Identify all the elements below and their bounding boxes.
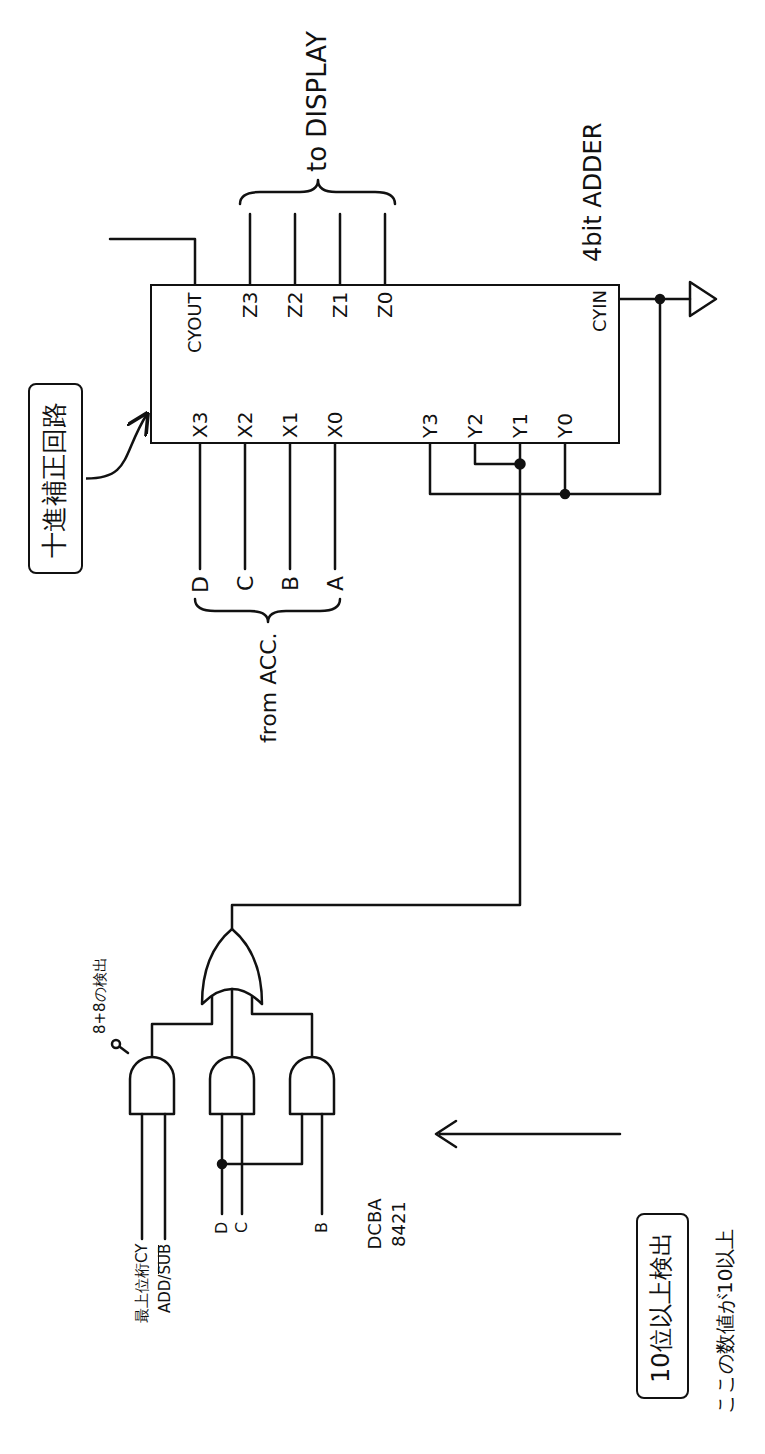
junction-dot — [656, 295, 664, 303]
pin-name: X0 — [324, 412, 347, 438]
box-text: 十進補正回路 — [40, 399, 70, 558]
x-input-wires — [200, 444, 335, 569]
destination-label: to DISPLAY — [303, 31, 333, 172]
z-output-wires — [250, 214, 385, 284]
carry-out-wire — [110, 239, 195, 284]
source-label: from ACC. — [256, 632, 281, 743]
pin-name: Z1 — [329, 292, 352, 318]
note: 8+8の検出 — [92, 957, 109, 1034]
detect-arrow — [436, 1121, 620, 1147]
pin-name: Y3 — [419, 413, 442, 438]
junction-dot — [218, 1160, 226, 1168]
junction-dot — [561, 490, 569, 498]
signal-name: D — [188, 576, 213, 593]
curved-arrow — [86, 414, 147, 479]
pin-name: CYOUT — [185, 292, 206, 353]
pin-name: X1 — [279, 412, 302, 438]
signal-name: 最上位桁CY — [134, 1244, 151, 1323]
and-gate — [210, 1057, 254, 1114]
signal-name: ADD/SUB — [157, 1244, 174, 1313]
signal-name: B — [278, 576, 303, 591]
correction-wire — [232, 444, 520, 929]
signal-name: B — [313, 1222, 331, 1233]
note-box: 10位以上検出 — [636, 1213, 689, 1399]
pin-name: Y2 — [464, 413, 487, 438]
pin-name: Y0 — [554, 413, 577, 438]
pin-name: X2 — [234, 412, 257, 438]
title-box: 十進補正回路 — [28, 383, 83, 574]
junction-dot — [516, 460, 525, 469]
box-text: 4bit ADDER — [580, 123, 608, 262]
ground-rail — [430, 299, 690, 494]
and-gate — [130, 1057, 174, 1114]
pin-name: CYIN — [590, 290, 611, 332]
overline — [158, 1245, 159, 1274]
pin-name: X3 — [189, 412, 212, 438]
gate-links — [152, 989, 312, 1057]
signal-name: D — [213, 1222, 231, 1234]
signal-name: A — [323, 576, 348, 591]
signal-name: C — [233, 576, 258, 591]
adder-block: 4bit ADDER — [150, 284, 620, 444]
note: ここの数値が10以上 — [714, 1229, 737, 1414]
gate-input-wires — [142, 1114, 322, 1239]
output-brace — [240, 180, 395, 204]
signal-name: C — [233, 1222, 251, 1233]
pin-name: Z0 — [374, 292, 397, 318]
pin-name: Z3 — [239, 292, 262, 318]
box-text: 10位以上検出 — [648, 1229, 676, 1383]
ground-symbol — [690, 282, 716, 316]
bit-weight: 8421 — [389, 1201, 410, 1247]
pin-name: Z2 — [284, 292, 307, 318]
and-gate — [290, 1057, 334, 1114]
input-brace — [195, 599, 340, 622]
leader-line — [120, 1047, 128, 1053]
bit-order: DCBA — [365, 1198, 386, 1249]
pin-name: Y1 — [509, 413, 532, 438]
